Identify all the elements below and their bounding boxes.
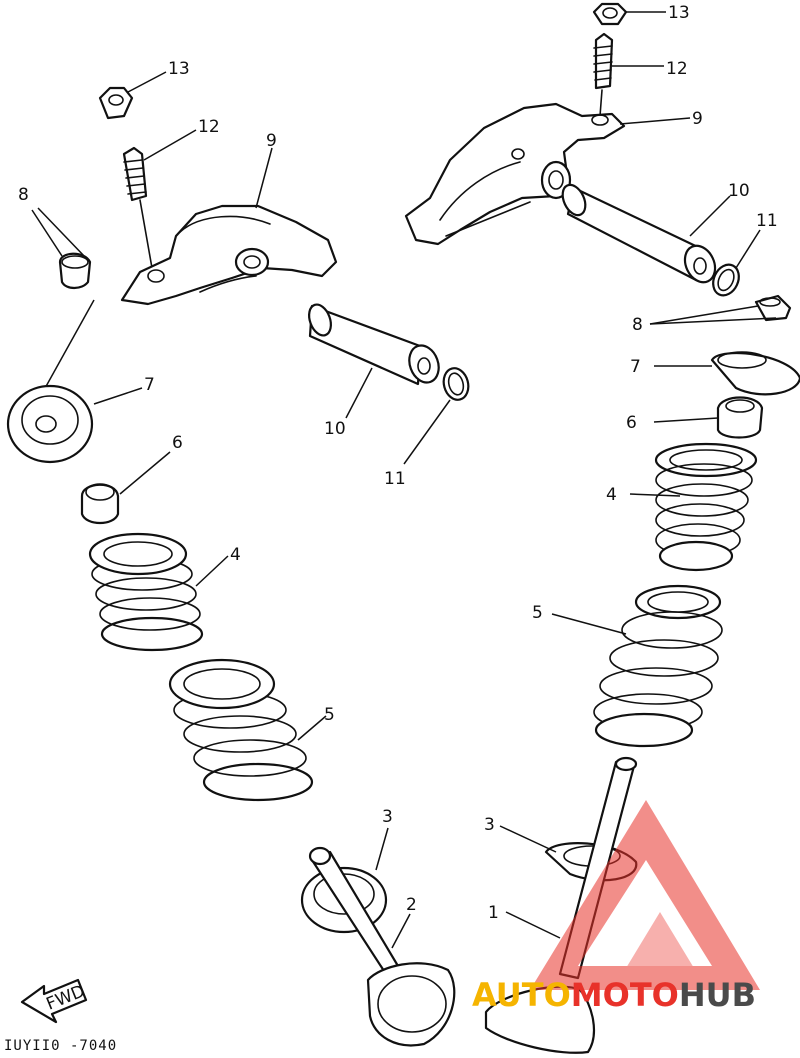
callout-5-right: 5 (532, 603, 543, 623)
inner-valve-spring-4-right (654, 442, 758, 572)
callout-6-right: 6 (626, 413, 637, 433)
watermark-triangle-icon (530, 800, 760, 990)
valve-stem-seal-6-left (80, 483, 120, 525)
exhaust-valve-2 (308, 846, 456, 1047)
nut-13-left (98, 86, 134, 120)
callout-8-right: 8 (632, 315, 643, 335)
fwd-label: FWD (44, 981, 88, 1014)
callout-2: 2 (406, 895, 417, 915)
rocker-shaft-10-right (561, 183, 717, 284)
callout-6-left: 6 (172, 433, 183, 453)
callout-9-left: 9 (266, 131, 277, 151)
callout-11-right: 11 (756, 211, 778, 231)
valve-stem-seal-6-right (716, 396, 764, 439)
watermark-auto: AUTO (472, 976, 571, 1014)
callout-13-right: 13 (668, 3, 690, 23)
callout-8-left: 8 (18, 185, 29, 205)
adjusting-screw-12-right (593, 32, 614, 117)
callout-5-left: 5 (324, 705, 335, 725)
drawing-code: IUYII0 -7040 (4, 1038, 117, 1054)
callout-4-left: 4 (230, 545, 241, 565)
fwd-arrow-icon: FWD (20, 978, 88, 1024)
callout-13-left: 13 (168, 59, 190, 79)
callout-3-left: 3 (382, 807, 393, 827)
watermark-moto: MOTO (571, 976, 679, 1014)
callout-1: 1 (488, 903, 499, 923)
callout-12-right: 12 (666, 59, 688, 79)
inner-valve-spring-4-left (88, 532, 204, 652)
nut-13-right (592, 2, 628, 26)
rocker-arm-9-left (120, 204, 338, 306)
callout-3-right: 3 (484, 815, 495, 835)
callout-7-left: 7 (144, 375, 155, 395)
callout-9-right: 9 (692, 109, 703, 129)
callout-10-right: 10 (728, 181, 750, 201)
rocker-arm-9-right (404, 102, 626, 246)
outer-valve-spring-5-right (593, 584, 723, 748)
callout-10-left: 10 (324, 419, 346, 439)
valve-cotter-8-right (754, 294, 792, 322)
o-ring-11-left (442, 367, 470, 401)
automotohub-watermark (530, 800, 760, 990)
spring-retainer-7-right (710, 351, 800, 396)
callout-11-left: 11 (384, 469, 406, 489)
spring-retainer-7-left (6, 384, 94, 464)
watermark-hub: HUB (679, 976, 756, 1014)
callout-7-right: 7 (630, 357, 641, 377)
callout-4-right: 4 (606, 485, 617, 505)
rocker-shaft-10-left (308, 303, 440, 386)
adjusting-screw-12-left (122, 146, 153, 269)
outer-valve-spring-5-left (168, 658, 314, 802)
callout-12-left: 12 (198, 117, 220, 137)
watermark-text: AUTOMOTOHUB (472, 976, 756, 1014)
valve-cotter-8-left (58, 252, 92, 290)
o-ring-11-right (712, 263, 740, 297)
